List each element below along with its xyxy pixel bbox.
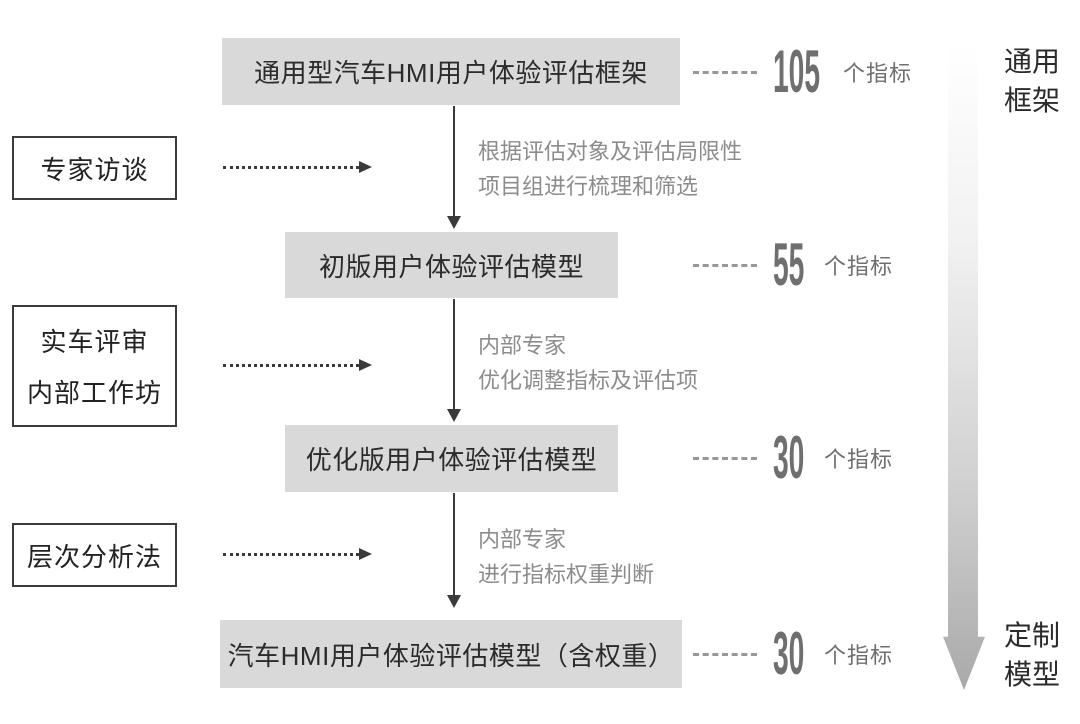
stage-box-weighted-model: 汽车HMI用户体验评估模型（含权重） xyxy=(220,620,682,688)
right-label-line: 通用 xyxy=(1004,46,1061,77)
metric-count: 55 xyxy=(773,231,805,298)
transition-note-1: 根据评估对象及评估局限性 项目组进行梳理和筛选 xyxy=(478,134,742,204)
down-arrow-3 xyxy=(453,493,455,595)
metric-unit: 个指标 xyxy=(824,447,894,472)
method-box-ahp: 层次分析法 xyxy=(12,523,177,587)
right-label-line: 框架 xyxy=(1004,85,1061,116)
right-label-top: 通用 框架 xyxy=(1004,42,1060,120)
metric-count: 30 xyxy=(773,620,805,687)
stage-box-optimized-model: 优化版用户体验评估模型 xyxy=(285,425,618,492)
metric-count-box: 30 xyxy=(773,624,810,684)
right-label-line: 模型 xyxy=(1004,659,1061,690)
transition-note-3: 内部专家 进行指标权重判断 xyxy=(478,522,654,592)
metric-unit: 个指标 xyxy=(824,643,894,668)
metric-count-box: 55 xyxy=(773,235,810,295)
note-line: 内部专家 xyxy=(478,333,567,358)
right-label-bottom: 定制 模型 xyxy=(1004,616,1060,694)
stage-label: 汽车HMI用户体验评估模型（含权重） xyxy=(227,640,675,671)
metric-unit: 个指标 xyxy=(824,254,894,279)
method-label: 专家访谈 xyxy=(40,154,149,185)
stage-label: 通用型汽车HMI用户体验评估框架 xyxy=(254,58,648,88)
metric-row-1: 105 个指标 xyxy=(693,42,912,102)
metric-count-box: 105 xyxy=(773,42,829,102)
dotted-connector xyxy=(693,652,757,656)
metric-unit: 个指标 xyxy=(843,61,913,86)
stage-label: 优化版用户体验评估模型 xyxy=(305,445,598,475)
dotted-arrow-right-2 xyxy=(223,359,372,371)
stage-box-initial-model: 初版用户体验评估模型 xyxy=(285,232,618,298)
method-label: 内部工作坊 xyxy=(26,378,162,409)
transition-note-2: 内部专家 优化调整指标及评估项 xyxy=(478,328,698,398)
dotted-connector xyxy=(693,456,757,460)
right-label-line: 定制 xyxy=(1004,620,1061,651)
metric-row-4: 30 个指标 xyxy=(693,624,893,684)
metric-count: 30 xyxy=(773,424,805,491)
dotted-connector xyxy=(693,70,757,74)
metric-row-2: 55 个指标 xyxy=(693,235,893,295)
metric-count-box: 30 xyxy=(773,428,810,488)
note-line: 根据评估对象及评估局限性 xyxy=(478,139,743,164)
dotted-arrow-right-3 xyxy=(223,548,372,560)
down-arrow-2 xyxy=(453,299,455,409)
method-box-vehicle-review-workshop: 实车评审 内部工作坊 xyxy=(12,305,177,427)
dotted-line xyxy=(223,553,359,556)
note-line: 优化调整指标及评估项 xyxy=(478,368,699,393)
metric-count: 105 xyxy=(773,38,821,105)
dotted-line xyxy=(223,166,359,169)
stage-label: 初版用户体验评估模型 xyxy=(318,251,584,282)
dotted-line xyxy=(223,364,359,367)
down-arrow-1 xyxy=(453,106,455,216)
stage-box-generic-framework: 通用型汽车HMI用户体验评估框架 xyxy=(222,38,680,105)
gradient-down-arrow xyxy=(943,40,985,690)
method-label: 实车评审 xyxy=(40,326,149,357)
metric-row-3: 30 个指标 xyxy=(693,428,893,488)
dotted-connector xyxy=(693,263,757,267)
note-line: 进行指标权重判断 xyxy=(478,562,655,587)
dotted-arrow-right-1 xyxy=(223,161,372,173)
method-label: 层次分析法 xyxy=(26,541,162,572)
note-line: 项目组进行梳理和筛选 xyxy=(478,174,699,199)
method-box-expert-interview: 专家访谈 xyxy=(12,136,177,200)
note-line: 内部专家 xyxy=(478,527,567,552)
